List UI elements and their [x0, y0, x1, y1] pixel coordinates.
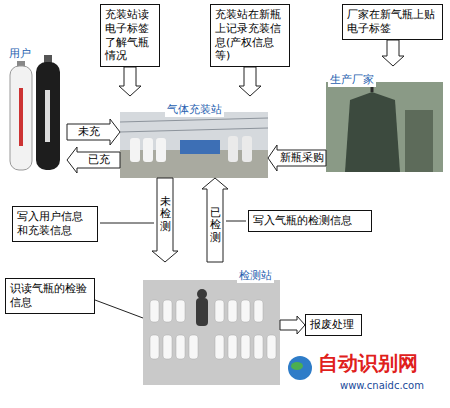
cylinder: [150, 335, 159, 359]
block-arrow: [152, 178, 178, 262]
callout-text: 充装站读电子标签了解气瓶情况: [105, 8, 155, 63]
black-cylinder: [36, 62, 60, 170]
block-arrow: [382, 40, 404, 66]
white-cylinder: [10, 66, 32, 170]
factory-photo: [326, 82, 443, 172]
globe: [288, 356, 312, 380]
factory-picture: 生产厂家: [326, 66, 443, 172]
process-box: 报废处理: [305, 314, 362, 336]
arrow-label: 未充: [78, 126, 100, 138]
worker-head: [197, 289, 207, 299]
callout-box: 厂家在新气瓶上贴电子标签: [342, 4, 443, 40]
arrow-label: 新瓶采购: [280, 152, 324, 164]
globe-land: [291, 362, 303, 370]
callout-text: 写入用户信息和充装信息: [17, 210, 93, 238]
callout-box: 充装站读电子标签了解气瓶情况: [100, 4, 160, 67]
callout-text: 厂家在新气瓶上贴电子标签: [347, 8, 438, 36]
testing-picture: 检测站: [143, 262, 280, 385]
node-label: 用户: [7, 47, 33, 61]
block-arrow: [119, 67, 141, 96]
machine: [345, 92, 400, 172]
station-picture: 气体充装站: [120, 96, 268, 178]
callout-box: 识读气瓶的检验信息: [5, 278, 95, 314]
block-arrow: [202, 178, 228, 262]
node-label: 生产厂家: [328, 73, 376, 87]
arrow-label: 未检测: [160, 196, 171, 232]
block-arrow: [67, 119, 120, 145]
cylinder: [215, 300, 224, 322]
station-photo: [120, 112, 268, 178]
photo-ground: [326, 82, 443, 172]
machine: [180, 140, 220, 154]
arrow-label: 已充: [88, 154, 110, 166]
cylinder: [176, 335, 185, 359]
photo-ground: [120, 112, 268, 178]
cylinder: [163, 300, 172, 322]
cylinder: [241, 335, 250, 359]
connector-line: [95, 300, 143, 318]
user-picture: 用户: [5, 40, 67, 175]
cylinder-marking: [45, 90, 50, 142]
cylinder: [242, 136, 252, 162]
callout-text: 识读气瓶的检验信息: [10, 282, 90, 310]
cylinder: [130, 138, 140, 162]
cylinder: [241, 300, 250, 322]
cylinder: [254, 300, 263, 322]
cylinder: [176, 300, 185, 322]
logo-globe: [288, 356, 312, 380]
callout-box: 写入用户信息和充装信息: [12, 206, 98, 242]
cylinder: [156, 138, 166, 162]
worker: [196, 298, 208, 326]
block-arrow: [280, 316, 305, 334]
node-label: 气体充装站: [165, 103, 224, 117]
photo-ground: [143, 280, 280, 385]
cylinder: [228, 335, 237, 359]
leader-line: [100, 223, 154, 224]
cylinder: [228, 136, 238, 162]
watermark: 自动识别网: [318, 350, 418, 377]
testing-photo: [143, 280, 280, 385]
arrow-label: 已检测: [210, 207, 221, 243]
cylinder: [150, 300, 159, 322]
callout-text: 报废处理: [310, 318, 357, 332]
cylinder: [143, 138, 153, 162]
cylinder-marking: [19, 88, 23, 146]
callout-box: 写入气瓶的检测信息: [248, 210, 372, 232]
callout-box: 充装站在新瓶上记录充装信息(产权信息等): [210, 4, 290, 67]
roof-beam: [120, 128, 268, 132]
leader-line: [226, 221, 246, 222]
node-label: 检测站: [237, 269, 274, 283]
roof-beam: [120, 118, 268, 122]
callout-text: 写入气瓶的检测信息: [253, 214, 367, 228]
cylinder: [163, 335, 172, 359]
cylinder: [254, 335, 263, 359]
block-arrow: [268, 145, 326, 171]
cylinder: [267, 335, 276, 359]
cylinder: [228, 300, 237, 322]
block-arrow: [239, 67, 261, 96]
machine: [405, 110, 433, 172]
cylinder: [215, 335, 224, 359]
block-arrow: [67, 147, 120, 173]
cylinder: [189, 335, 198, 359]
callout-text: 充装站在新瓶上记录充装信息(产权信息等): [215, 8, 285, 63]
watermark-url: www.cnaidc.com: [340, 380, 424, 391]
cylinder-picture: [10, 55, 60, 170]
